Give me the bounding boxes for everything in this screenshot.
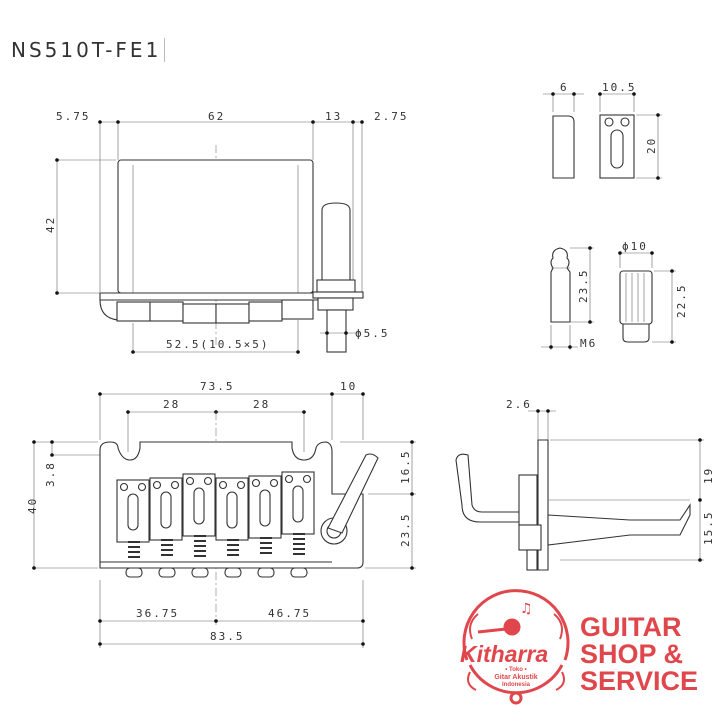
dim-right-half: 46.75 xyxy=(268,607,311,620)
dim-left-offset: 5.75 xyxy=(56,110,91,123)
side-view: 2.6 19 15.5 xyxy=(455,398,715,571)
screw-heads xyxy=(125,567,308,578)
tremolo-arm xyxy=(327,453,379,534)
svg-text:Gitar Akustik: Gitar Akustik xyxy=(494,674,537,681)
dim-left-half: 36.75 xyxy=(136,607,179,620)
dim-overall: 83.5 xyxy=(210,630,245,643)
dim-hole-right: 28 xyxy=(253,398,270,411)
brand-tagline: GUITAR SHOP & SERVICE xyxy=(580,614,698,695)
brand-line-2: SHOP & xyxy=(580,639,684,669)
kitharra-logo: ♫ Kitharra • Toko • Gitar Akustik Indone… xyxy=(460,589,570,705)
brand-line-1: GUITAR xyxy=(580,612,682,642)
dim-stud-dia: ϕ5.5 xyxy=(355,327,390,340)
svg-text:Kitharra: Kitharra xyxy=(460,641,548,667)
dim-lower: 23.5 xyxy=(399,513,412,548)
dim-arm: 10 xyxy=(340,380,357,393)
saddles-front xyxy=(116,471,315,543)
dim-height: 40 xyxy=(26,497,39,514)
dim-overall-top: 73.5 xyxy=(200,380,235,393)
saddles-top xyxy=(116,299,314,324)
springs xyxy=(128,533,305,558)
dim-string-spacing: 52.5(10.5×5) xyxy=(166,338,269,351)
dim-height: 42 xyxy=(44,216,57,233)
post-detail: 23.5 M6 ϕ10 22.5 xyxy=(541,240,688,350)
dim-post-offset: 13 xyxy=(325,110,342,123)
dim-saddle-length: 20 xyxy=(645,137,658,154)
svg-text:♫: ♫ xyxy=(520,601,533,617)
dim-side-lower: 15.5 xyxy=(702,511,715,546)
dim-edge: 2.75 xyxy=(374,110,409,123)
dim-post-length: 23.5 xyxy=(577,269,590,304)
model-title: NS510T-FE1 xyxy=(8,38,166,62)
svg-text:Indonesia: Indonesia xyxy=(502,682,531,688)
dim-saddle-width: 10.5 xyxy=(602,81,637,94)
dim-knob-length: 22.5 xyxy=(675,284,688,319)
dim-notch: 3.8 xyxy=(44,461,57,487)
saddle-detail: 6 10.5 20 xyxy=(543,81,662,180)
front-view: 73.5 10 28 28 40 3.8 xyxy=(26,380,416,648)
dim-thread: M6 xyxy=(580,337,597,350)
dim-saddle-thickness: 6 xyxy=(560,81,569,94)
dim-side-upper: 19 xyxy=(702,467,715,484)
svg-text:• Toko •: • Toko • xyxy=(505,667,526,673)
dim-knob-dia: ϕ10 xyxy=(622,240,648,253)
brand-line-3: SERVICE xyxy=(580,666,699,696)
top-view: 5.75 62 13 2.75 42 xyxy=(44,110,409,354)
dim-hole-left: 28 xyxy=(163,398,180,411)
dim-upper: 16.5 xyxy=(399,450,412,485)
dim-width: 62 xyxy=(208,110,225,123)
dim-side-offset: 2.6 xyxy=(506,398,532,411)
